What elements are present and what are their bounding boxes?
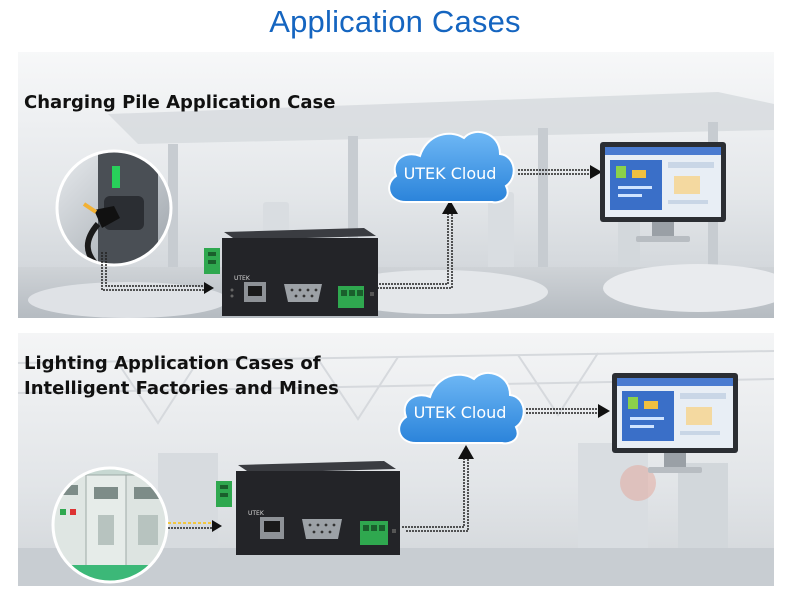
arrow-icon	[458, 445, 474, 459]
arrow-icon	[212, 520, 222, 532]
serial-server-icon: UTEK	[216, 461, 400, 555]
arrow-icon	[590, 165, 602, 179]
case-panel-factory: Lighting Application Cases of Intelligen…	[18, 333, 774, 586]
monitor-icon	[612, 373, 738, 473]
cloud-node-1: UTEK Cloud	[382, 122, 518, 206]
arrow-icon	[204, 282, 214, 294]
arrow-icon	[598, 404, 610, 418]
arrow-icon	[442, 200, 458, 214]
ev-charger-icon	[55, 149, 173, 267]
monitor-icon	[600, 142, 726, 242]
case-title-factory: Lighting Application Cases of Intelligen…	[24, 351, 339, 401]
cloud-label: UTEK Cloud	[413, 403, 507, 422]
case-title-charging: Charging Pile Application Case	[24, 92, 336, 113]
cloud-icon	[398, 371, 525, 445]
case-title-line-1: Lighting Application Cases of	[24, 353, 321, 374]
connection-lines	[101, 165, 602, 294]
case-panel-charging: Charging Pile Application Case	[18, 52, 774, 318]
device-brand: UTEK	[234, 275, 251, 282]
serial-server-icon: UTEK	[204, 228, 378, 316]
cloud-node-2: UTEK Cloud	[392, 363, 528, 447]
device-brand: UTEK	[248, 510, 265, 517]
cloud-icon	[388, 130, 515, 204]
cloud-label: UTEK Cloud	[403, 164, 497, 183]
connection-lines-2	[168, 404, 610, 532]
electrical-cabinet-icon	[51, 466, 169, 584]
page-title: Application Cases	[269, 4, 521, 39]
case-title-line-2: Intelligent Factories and Mines	[24, 378, 339, 399]
